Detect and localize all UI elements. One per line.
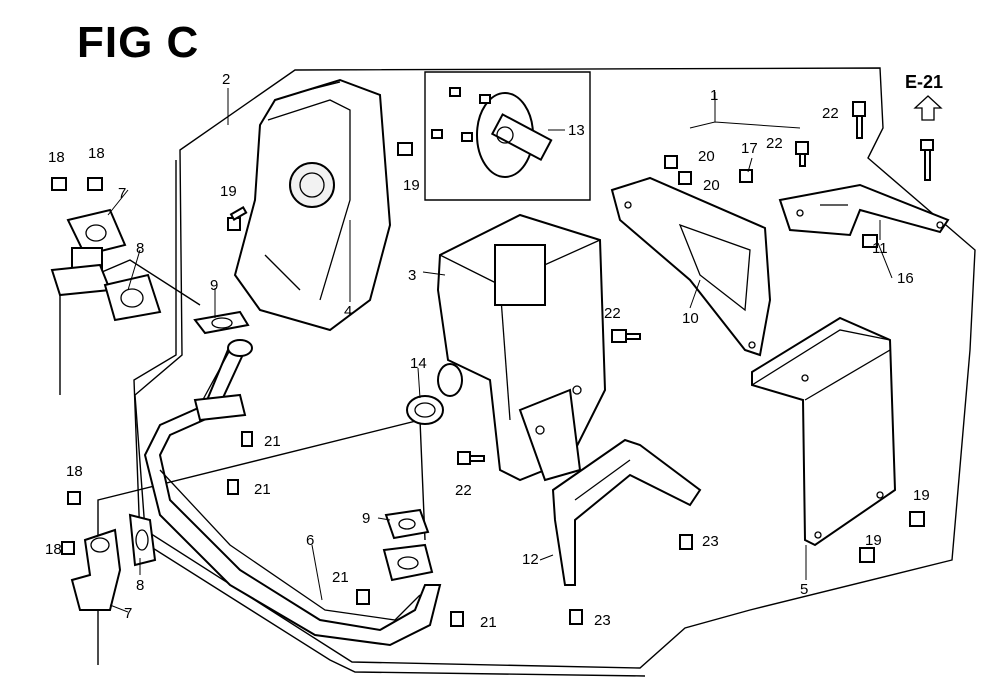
leader-lines bbox=[107, 88, 893, 613]
callout-19c: 19 bbox=[913, 487, 930, 504]
callout-13: 13 bbox=[568, 122, 585, 139]
exhaust-flange-upper bbox=[50, 208, 127, 297]
muffler-bracket bbox=[610, 176, 772, 357]
callout-18d: 18 bbox=[45, 541, 62, 558]
exhaust-gasket-upper bbox=[103, 273, 162, 322]
callout-18c: 18 bbox=[66, 463, 83, 480]
callout-10: 10 bbox=[682, 310, 699, 327]
pipe-flange-lower bbox=[382, 543, 434, 582]
callout-19a: 19 bbox=[220, 183, 237, 200]
callout-18a: 18 bbox=[48, 149, 65, 166]
callout-22d: 22 bbox=[455, 482, 472, 499]
callout-3: 3 bbox=[408, 267, 416, 284]
callout-12: 12 bbox=[522, 551, 539, 568]
callout-9a: 9 bbox=[210, 277, 218, 294]
callout-labels: 1 2 3 4 5 6 7 7 8 8 9 9 10 11 12 13 14 1… bbox=[45, 71, 930, 631]
pipe-gasket-upper bbox=[193, 310, 250, 335]
muffler-protector bbox=[233, 78, 392, 332]
callout-22a: 22 bbox=[822, 105, 839, 122]
pipe-clamp bbox=[406, 395, 444, 425]
callout-20a: 20 bbox=[698, 148, 715, 165]
callout-11: 11 bbox=[872, 240, 888, 257]
callout-21c: 21 bbox=[332, 569, 349, 586]
callout-5: 5 bbox=[800, 581, 808, 598]
callout-20b: 20 bbox=[703, 177, 720, 194]
callout-2: 2 bbox=[222, 71, 230, 88]
reference-label: E-21 bbox=[905, 72, 944, 92]
callout-17: 17 bbox=[741, 140, 758, 157]
muffler-cover bbox=[751, 316, 897, 547]
callout-22c: 22 bbox=[604, 305, 621, 322]
callout-9b: 9 bbox=[362, 510, 370, 527]
callout-23a: 23 bbox=[702, 533, 719, 550]
callout-19d: 19 bbox=[865, 532, 882, 549]
figure-title: FIG C bbox=[77, 18, 200, 67]
cover-group-outline bbox=[424, 71, 591, 201]
callout-8a: 8 bbox=[136, 240, 144, 257]
callout-21d: 21 bbox=[480, 614, 497, 631]
exhaust-gasket-lower bbox=[128, 513, 157, 567]
bolt-icon bbox=[51, 101, 925, 627]
callout-1: 1 bbox=[710, 87, 718, 104]
muffler-body bbox=[436, 213, 607, 482]
callout-16: 16 bbox=[897, 270, 914, 287]
callout-4: 4 bbox=[344, 303, 352, 320]
muffler-inner-plate bbox=[431, 87, 553, 178]
assembly-outline bbox=[134, 67, 976, 669]
callout-19b: 19 bbox=[403, 177, 420, 194]
exhaust-flange-lower bbox=[70, 528, 122, 611]
callout-8b: 8 bbox=[136, 577, 144, 594]
callout-22b: 22 bbox=[766, 135, 783, 152]
exhaust-pipe bbox=[143, 339, 442, 647]
callout-7b: 7 bbox=[124, 605, 132, 622]
callout-23b: 23 bbox=[594, 612, 611, 629]
callout-21a: 21 bbox=[264, 433, 281, 450]
callout-21b: 21 bbox=[254, 481, 271, 498]
callout-14: 14 bbox=[410, 355, 427, 372]
callout-18b: 18 bbox=[88, 145, 105, 162]
pipe-gasket-lower bbox=[384, 508, 430, 540]
callout-6: 6 bbox=[306, 532, 314, 549]
upper-bracket bbox=[778, 183, 950, 237]
reference-arrow-icon bbox=[913, 95, 943, 181]
lower-bracket bbox=[551, 438, 702, 586]
callout-7a: 7 bbox=[118, 185, 126, 202]
